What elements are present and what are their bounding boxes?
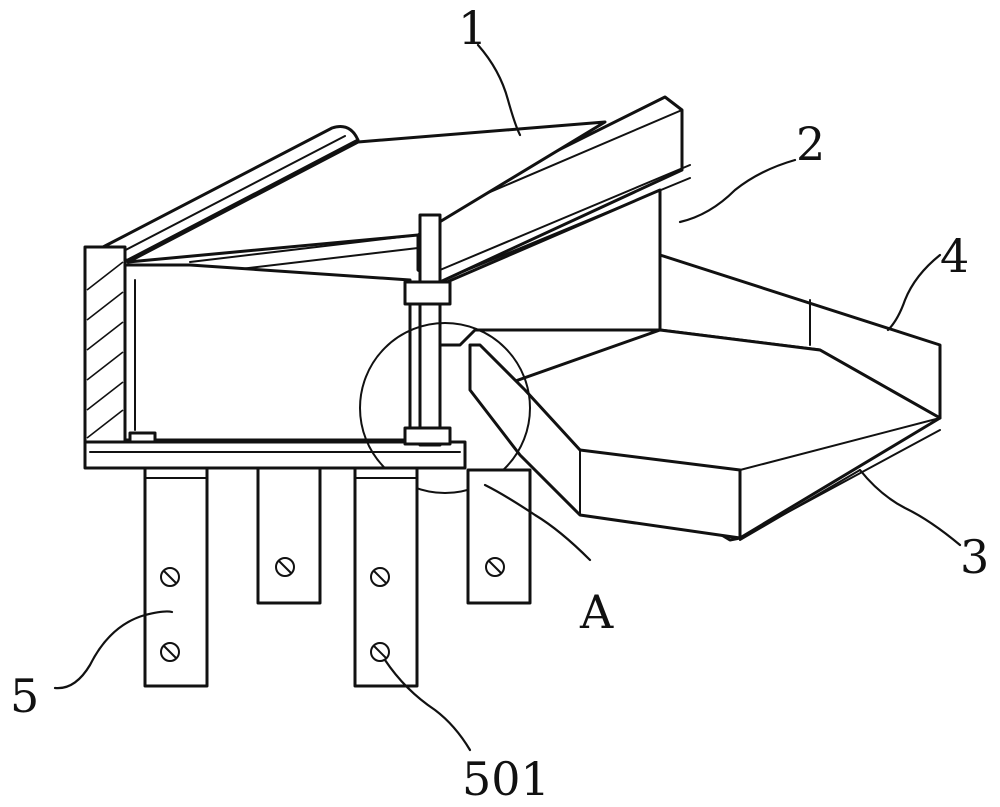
reference-labels: 1 2 4 3 A 5 501	[10, 1, 989, 806]
base-plate	[83, 440, 467, 470]
leg-4	[466, 468, 532, 605]
leader-3	[858, 468, 962, 547]
leader-501	[383, 658, 472, 752]
label-4: 4	[940, 229, 969, 283]
label-5: 5	[10, 669, 39, 723]
leader-5	[53, 610, 174, 690]
legs	[143, 466, 532, 688]
leader-4	[886, 253, 942, 332]
tray-front-wall	[468, 343, 742, 540]
vertical-post	[403, 213, 452, 447]
detail-circle-a	[359, 322, 531, 494]
label-A: A	[579, 585, 614, 639]
label-3: 3	[960, 530, 989, 584]
label-2: 2	[796, 117, 825, 171]
leg-1	[143, 466, 209, 688]
leg-3	[353, 466, 419, 688]
bolt-501	[370, 642, 390, 662]
sloping-plate	[126, 120, 607, 264]
leader-A	[483, 483, 592, 562]
discharge-chute	[468, 253, 942, 542]
leader-lines	[53, 43, 962, 752]
leader-1	[476, 43, 522, 137]
bolts	[160, 557, 505, 662]
lower-collar	[403, 426, 452, 446]
leader-2	[678, 158, 797, 224]
right-top-beam	[416, 95, 684, 284]
inner-panel	[123, 263, 412, 442]
label-1: 1	[458, 1, 487, 55]
wall-hatching	[86, 261, 124, 439]
upper-collar	[403, 280, 452, 306]
leg-2	[256, 466, 322, 605]
label-501: 501	[462, 752, 550, 806]
